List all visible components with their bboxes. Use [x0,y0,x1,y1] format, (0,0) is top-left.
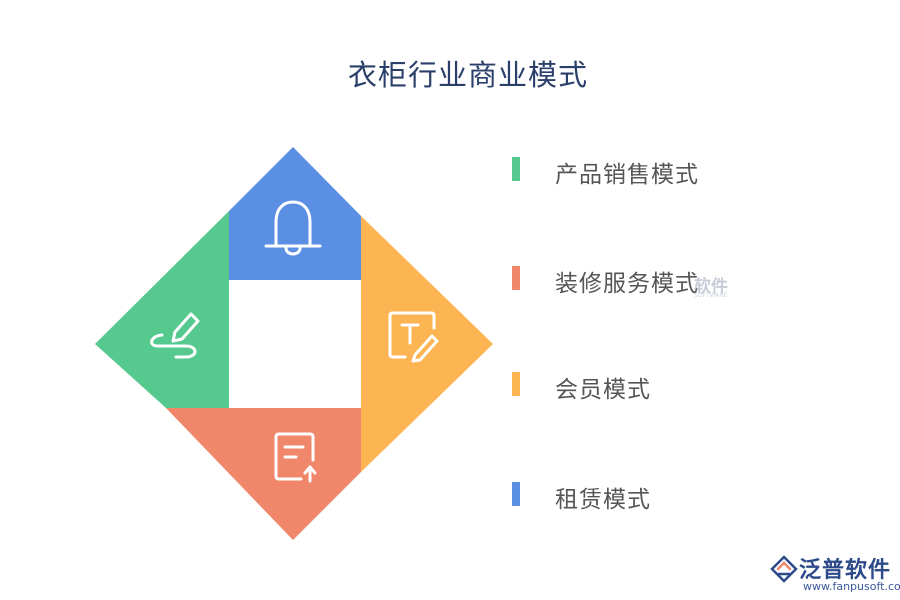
brand-mark-icon [770,555,798,583]
quadrant-green [95,211,229,408]
legend-label: 会员模式 [555,377,651,403]
brand-name: 泛普软件 [799,558,892,583]
text-edit-icon [388,311,439,363]
document-upload-icon [274,432,317,483]
brand-logo: 泛普软件 www.fanpusoft.com [769,552,900,596]
page-title: 衣柜行业商业模式 [347,58,588,92]
quadrant-blue [229,147,361,280]
legend-bar-green [512,157,520,181]
watermark-text: 软件 [694,277,728,297]
legend-bar-orange [512,266,520,290]
legend-bar-yellow [512,372,520,396]
legend-label: 装修服务模式 [555,271,699,297]
legend-label: 产品销售模式 [555,162,699,188]
legend-bar-blue [512,482,520,506]
bell-icon [264,200,322,256]
pen-scribble-icon [150,312,200,359]
quadrant-yellow [361,216,493,472]
watermark-subtext: SOFTWARE [694,292,728,299]
legend-label: 租赁模式 [555,487,651,513]
quadrant-orange [166,408,361,540]
brand-url: www.fanpusoft.com [803,580,900,593]
center-square [229,280,361,408]
